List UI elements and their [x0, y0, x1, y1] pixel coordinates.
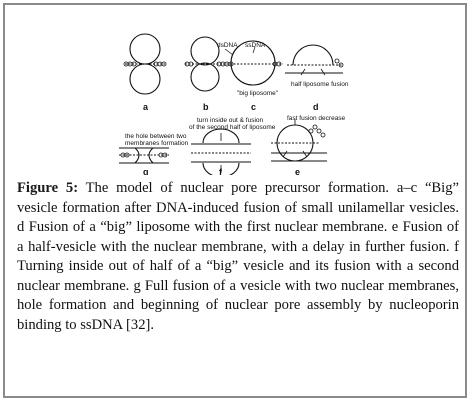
label-half-liposome-fusion: half liposome fusion — [291, 81, 349, 88]
panel-letter-g: g — [143, 167, 149, 175]
panel-letter-c: c — [251, 102, 256, 112]
panel-g-graphic — [119, 147, 169, 164]
panel-c-graphic — [223, 40, 283, 86]
label-turn-inside-out-2: of the second half of liposome — [189, 124, 276, 131]
label-hole-2: membranes formation — [125, 140, 189, 147]
nuclear-pore-model-diagram: dsDNA ssDNA "big liposome" half liposome… — [119, 33, 349, 175]
panel-letter-d: d — [313, 102, 319, 112]
label-dsdna: dsDNA — [217, 42, 238, 49]
caption-text: The model of nuclear pore precursor form… — [17, 180, 459, 333]
panel-d-graphic — [285, 44, 344, 76]
panel-letter-b: b — [203, 102, 209, 112]
label-fast-fusion-decrease: fast fusion decrease — [287, 115, 346, 122]
figure-caption: Figure 5: The model of nuclear pore prec… — [17, 179, 459, 335]
panel-letter-f: f — [219, 167, 223, 175]
figure-container: dsDNA ssDNA "big liposome" half liposome… — [3, 3, 467, 398]
panel-a-graphic — [123, 33, 167, 95]
caption-label: Figure 5: — [17, 180, 79, 196]
panel-letter-a: a — [143, 102, 149, 112]
label-big-liposome: "big liposome" — [237, 90, 279, 97]
panel-b-graphic — [184, 36, 227, 92]
panel-f-graphic — [191, 128, 251, 175]
panel-e-graphic — [271, 119, 327, 162]
panel-letter-e: e — [295, 167, 300, 175]
label-turn-inside-out-1: turn inside out & fusion — [197, 117, 264, 124]
label-hole-1: the hole between two — [125, 133, 187, 140]
label-ssdna: ssDNA — [245, 42, 266, 49]
